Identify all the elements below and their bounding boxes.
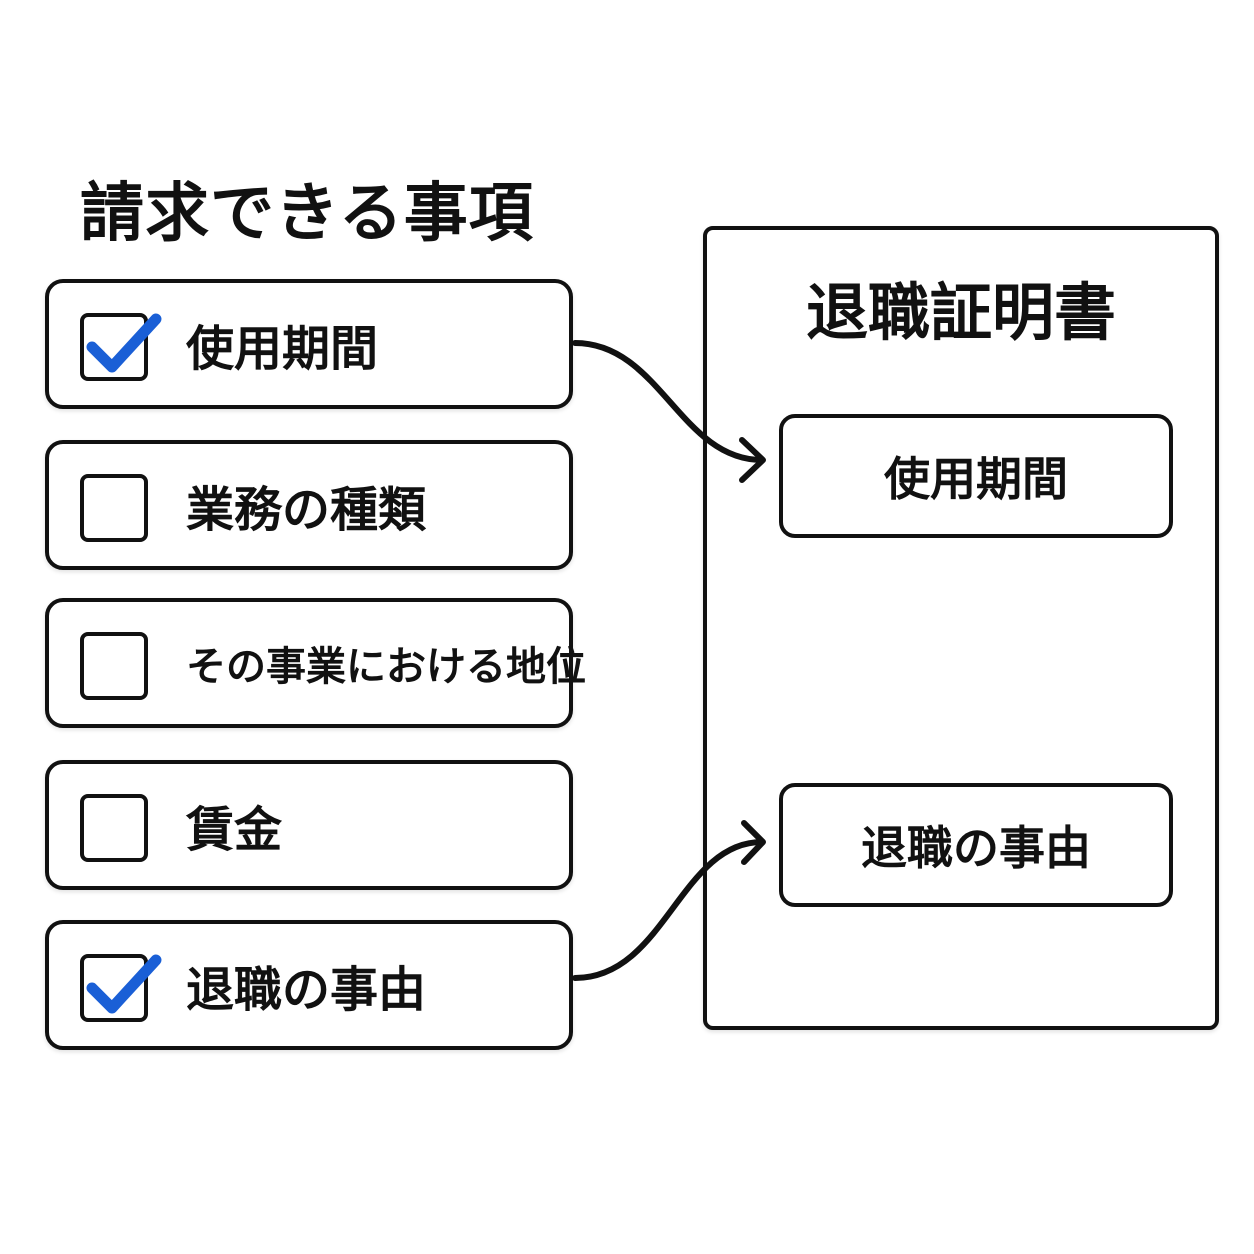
document-field-reason-for-leaving: 退職の事由 <box>779 783 1173 907</box>
item-label: 業務の種類 <box>186 482 427 538</box>
item-position-in-business[interactable]: その事業における地位 <box>45 598 586 728</box>
checkbox-unchecked[interactable] <box>80 794 148 862</box>
item-label: 使用期間 <box>186 321 379 377</box>
document-title: 退職証明書 <box>805 276 1116 349</box>
item-wages[interactable]: 賃金 <box>45 760 573 890</box>
item-label: その事業における地位 <box>186 644 586 690</box>
left-title: 請求できる事項 <box>80 177 534 251</box>
item-label: 退職の事由 <box>186 962 427 1018</box>
item-employment-period[interactable]: 使用期間 <box>45 279 573 409</box>
item-type-of-work[interactable]: 業務の種類 <box>45 440 573 570</box>
checkmark-icon <box>86 954 162 1014</box>
checkbox-checked[interactable] <box>80 313 162 381</box>
item-label: 賃金 <box>186 802 283 858</box>
document-field-employment-period: 使用期間 <box>779 414 1173 538</box>
item-reason-for-leaving[interactable]: 退職の事由 <box>45 920 573 1050</box>
checkbox-checked[interactable] <box>80 954 162 1022</box>
checkmark-icon <box>86 313 162 373</box>
checkbox-unchecked[interactable] <box>80 632 148 700</box>
checkbox-unchecked[interactable] <box>80 474 148 542</box>
retirement-certificate: 退職証明書 使用期間 退職の事由 <box>703 226 1219 1030</box>
